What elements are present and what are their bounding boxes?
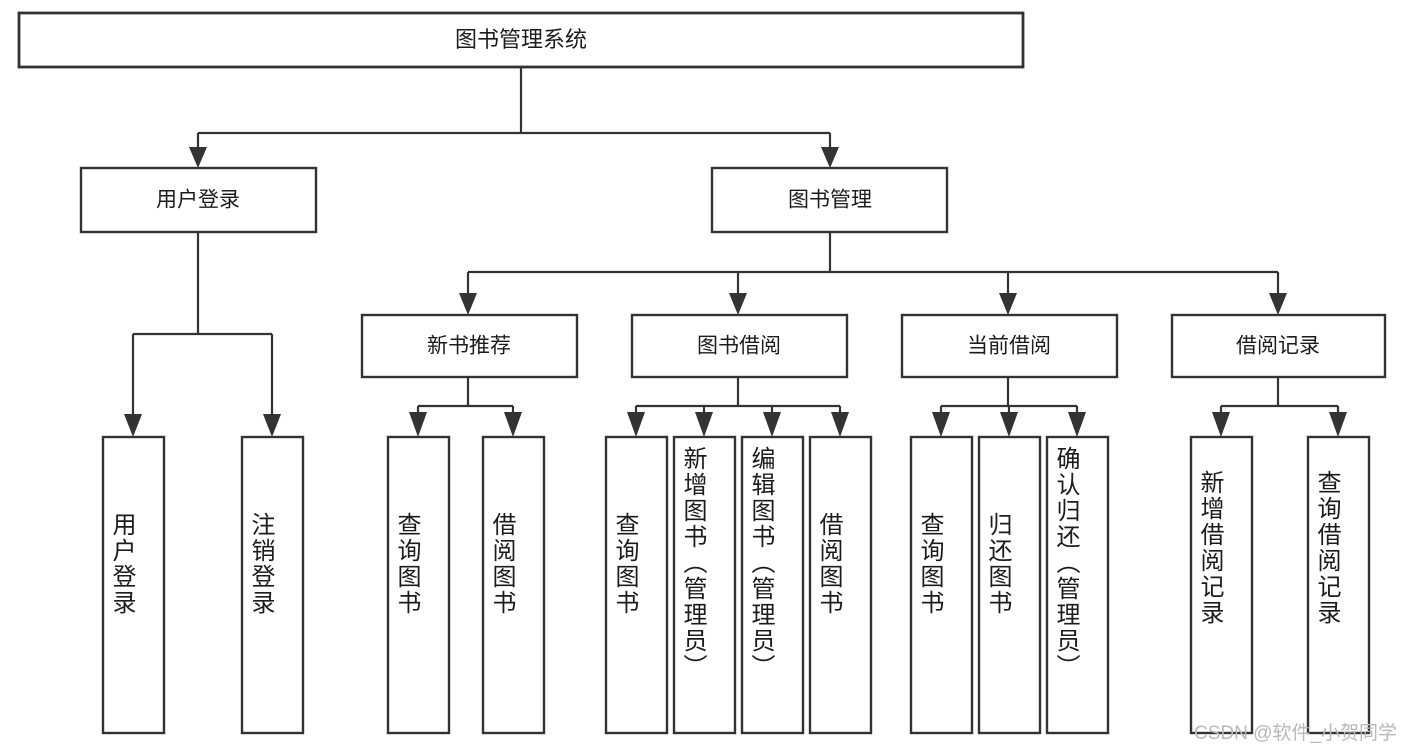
leaf-box-user-login[interactable]	[101, 435, 166, 735]
arrow-nbr-leaf-2	[504, 412, 522, 437]
arrow-root-to-user-login	[189, 147, 207, 168]
arrow-br-leaf-1	[1212, 412, 1230, 437]
leaf-box-borrow-book-1[interactable]	[481, 435, 546, 735]
leaf-box-query-book-3[interactable]	[909, 435, 974, 735]
node-borrow-record-box[interactable]	[1170, 313, 1387, 379]
node-borrow-record[interactable]: 借阅记录	[1170, 313, 1387, 379]
leaf-box-confirm-return[interactable]	[1045, 435, 1110, 735]
connector-group-book-borrow	[627, 377, 849, 437]
leaf-box-edit-book[interactable]	[740, 435, 805, 735]
arrow-bb-leaf-2	[695, 412, 713, 437]
arrow-bm-to-current-borrow	[999, 293, 1017, 315]
leaf-box-query-record[interactable]	[1306, 435, 1371, 735]
node-new-book-recommend[interactable]: 新书推荐	[360, 313, 579, 379]
node-book-borrow-box[interactable]	[630, 313, 849, 379]
node-book-manage[interactable]: 图书管理	[710, 166, 949, 234]
connector-group-book-manage	[459, 232, 1287, 315]
leaf-box-query-book-2[interactable]	[604, 435, 669, 735]
node-root-box[interactable]	[17, 11, 1025, 69]
arrow-br-leaf-2	[1329, 412, 1347, 437]
arrow-root-to-book-manage	[821, 147, 839, 168]
leaf-box-borrow-book-2[interactable]	[808, 435, 873, 735]
node-user-login-box[interactable]	[79, 166, 318, 234]
arrow-nbr-leaf-1	[409, 412, 427, 437]
connector-group-new-book-recommend	[409, 377, 522, 437]
node-new-book-recommend-label: 新书推荐	[427, 335, 511, 358]
arrow-cb-leaf-1	[932, 412, 950, 437]
connector-group-borrow-record	[1212, 377, 1347, 437]
connector-group-user-login	[124, 232, 281, 437]
leaf-boxes	[101, 435, 1371, 735]
node-book-manage-box[interactable]	[710, 166, 949, 234]
arrow-bm-to-borrow-record	[1269, 293, 1287, 315]
node-book-borrow[interactable]: 图书借阅	[630, 313, 849, 379]
node-user-login[interactable]: 用户登录	[79, 166, 318, 234]
node-current-borrow-box[interactable]	[900, 313, 1119, 379]
node-book-borrow-label: 图书借阅	[697, 335, 781, 358]
arrow-bm-to-new-book-recommend	[459, 293, 477, 315]
node-root[interactable]: 图书管理系统	[17, 11, 1025, 69]
arrow-bm-to-book-borrow	[729, 293, 747, 315]
arrow-bb-leaf-1	[627, 412, 645, 437]
leaf-box-add-book[interactable]	[672, 435, 737, 735]
arrow-cb-leaf-3	[1068, 412, 1086, 437]
leaf-box-query-book-1[interactable]	[386, 435, 451, 735]
leaf-box-logout[interactable]	[240, 435, 305, 735]
arrow-user-login-leaf-2	[263, 414, 281, 437]
node-root-label: 图书管理系统	[455, 27, 587, 52]
node-current-borrow[interactable]: 当前借阅	[900, 313, 1119, 379]
arrow-cb-leaf-2	[1000, 412, 1018, 437]
leaf-box-add-record[interactable]	[1189, 435, 1254, 735]
leaf-box-return-book[interactable]	[977, 435, 1042, 735]
node-book-manage-label: 图书管理	[788, 189, 872, 212]
arrow-user-login-leaf-1	[124, 414, 142, 437]
node-current-borrow-label: 当前借阅	[967, 335, 1051, 358]
connector-group-current-borrow	[932, 377, 1086, 437]
connector-group-root	[189, 67, 839, 168]
arrow-bb-leaf-3	[763, 412, 781, 437]
node-new-book-recommend-box[interactable]	[360, 313, 579, 379]
node-user-login-label: 用户登录	[156, 189, 240, 212]
arrow-bb-leaf-4	[831, 412, 849, 437]
node-borrow-record-label: 借阅记录	[1236, 335, 1320, 358]
